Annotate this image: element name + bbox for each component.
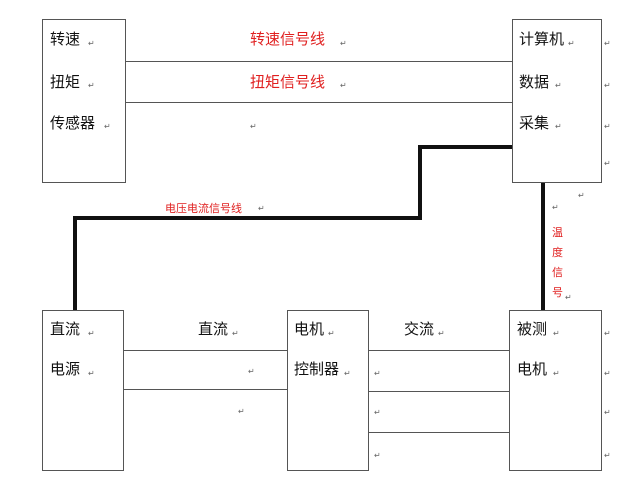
paragraph-mark: ↵: [88, 329, 95, 338]
paragraph-mark: ↵: [555, 81, 562, 90]
sensor-label-line-3: 传感器: [50, 114, 96, 132]
sensor-label-line-2: 扭矩: [50, 73, 81, 91]
voltage-current-signal-line: [73, 145, 512, 310]
paragraph-mark: ↵: [604, 81, 611, 90]
temperature-signal-label-3: 信: [552, 266, 563, 279]
paragraph-mark: ↵: [340, 39, 347, 48]
power-label-line-2: 电源: [50, 360, 81, 378]
paragraph-mark: ↵: [248, 367, 255, 376]
paragraph-mark: ↵: [553, 369, 560, 378]
sensor-label-line-1: 转速: [50, 30, 81, 48]
paragraph-mark: ↵: [344, 369, 351, 378]
paragraph-mark: ↵: [568, 39, 575, 48]
paragraph-mark: ↵: [604, 369, 611, 378]
ac-line-1: [369, 350, 509, 351]
temperature-signal-label-4: 号: [552, 286, 563, 299]
voltage-current-signal-label: 电压电流信号线: [165, 202, 242, 215]
motor-label-line-2: 电机: [517, 360, 548, 378]
paragraph-mark: ↵: [88, 81, 95, 90]
speed-signal-line: [126, 61, 512, 62]
controller-box: [287, 310, 369, 471]
controller-label-line-2: 控制器: [294, 360, 340, 378]
paragraph-mark: ↵: [328, 329, 335, 338]
paragraph-mark: ↵: [604, 451, 611, 460]
paragraph-mark: ↵: [258, 204, 265, 213]
computer-box: [512, 19, 602, 183]
motor-label-line-1: 被测: [517, 320, 548, 338]
computer-label-line-1: 计算机: [519, 30, 565, 48]
temperature-signal-label-2: 度: [552, 246, 563, 259]
paragraph-mark: ↵: [565, 293, 572, 302]
dc-label: 直流: [198, 320, 229, 338]
paragraph-mark: ↵: [238, 407, 245, 416]
paragraph-mark: ↵: [552, 203, 559, 212]
power-box: [42, 310, 124, 471]
paragraph-mark: ↵: [374, 369, 381, 378]
paragraph-mark: ↵: [374, 408, 381, 417]
torque-signal-label: 扭矩信号线: [250, 73, 326, 91]
paragraph-mark: ↵: [438, 329, 445, 338]
temperature-signal-label-1: 温: [552, 226, 563, 239]
speed-signal-label: 转速信号线: [250, 30, 326, 48]
controller-label-line-1: 电机: [294, 320, 325, 338]
paragraph-mark: ↵: [250, 122, 257, 131]
ac-label: 交流: [404, 320, 435, 338]
paragraph-mark: ↵: [604, 122, 611, 131]
computer-label-line-3: 采集: [519, 114, 550, 132]
dc-line-bottom: [124, 389, 287, 390]
paragraph-mark: ↵: [88, 369, 95, 378]
paragraph-mark: ↵: [553, 329, 560, 338]
power-label-line-1: 直流: [50, 320, 81, 338]
paragraph-mark: ↵: [374, 451, 381, 460]
ac-line-2: [369, 391, 509, 392]
paragraph-mark: ↵: [232, 329, 239, 338]
paragraph-mark: ↵: [104, 122, 111, 131]
paragraph-mark: ↵: [604, 408, 611, 417]
paragraph-mark: ↵: [604, 329, 611, 338]
paragraph-mark: ↵: [604, 39, 611, 48]
ac-line-3: [369, 432, 509, 433]
paragraph-mark: ↵: [578, 191, 585, 200]
paragraph-mark: ↵: [88, 39, 95, 48]
motor-box: [509, 310, 602, 471]
dc-line-top: [124, 350, 287, 351]
paragraph-mark: ↵: [604, 159, 611, 168]
torque-signal-line: [126, 102, 512, 103]
sensor-box: [42, 19, 126, 183]
paragraph-mark: ↵: [340, 81, 347, 90]
computer-label-line-2: 数据: [519, 73, 550, 91]
paragraph-mark: ↵: [555, 122, 562, 131]
